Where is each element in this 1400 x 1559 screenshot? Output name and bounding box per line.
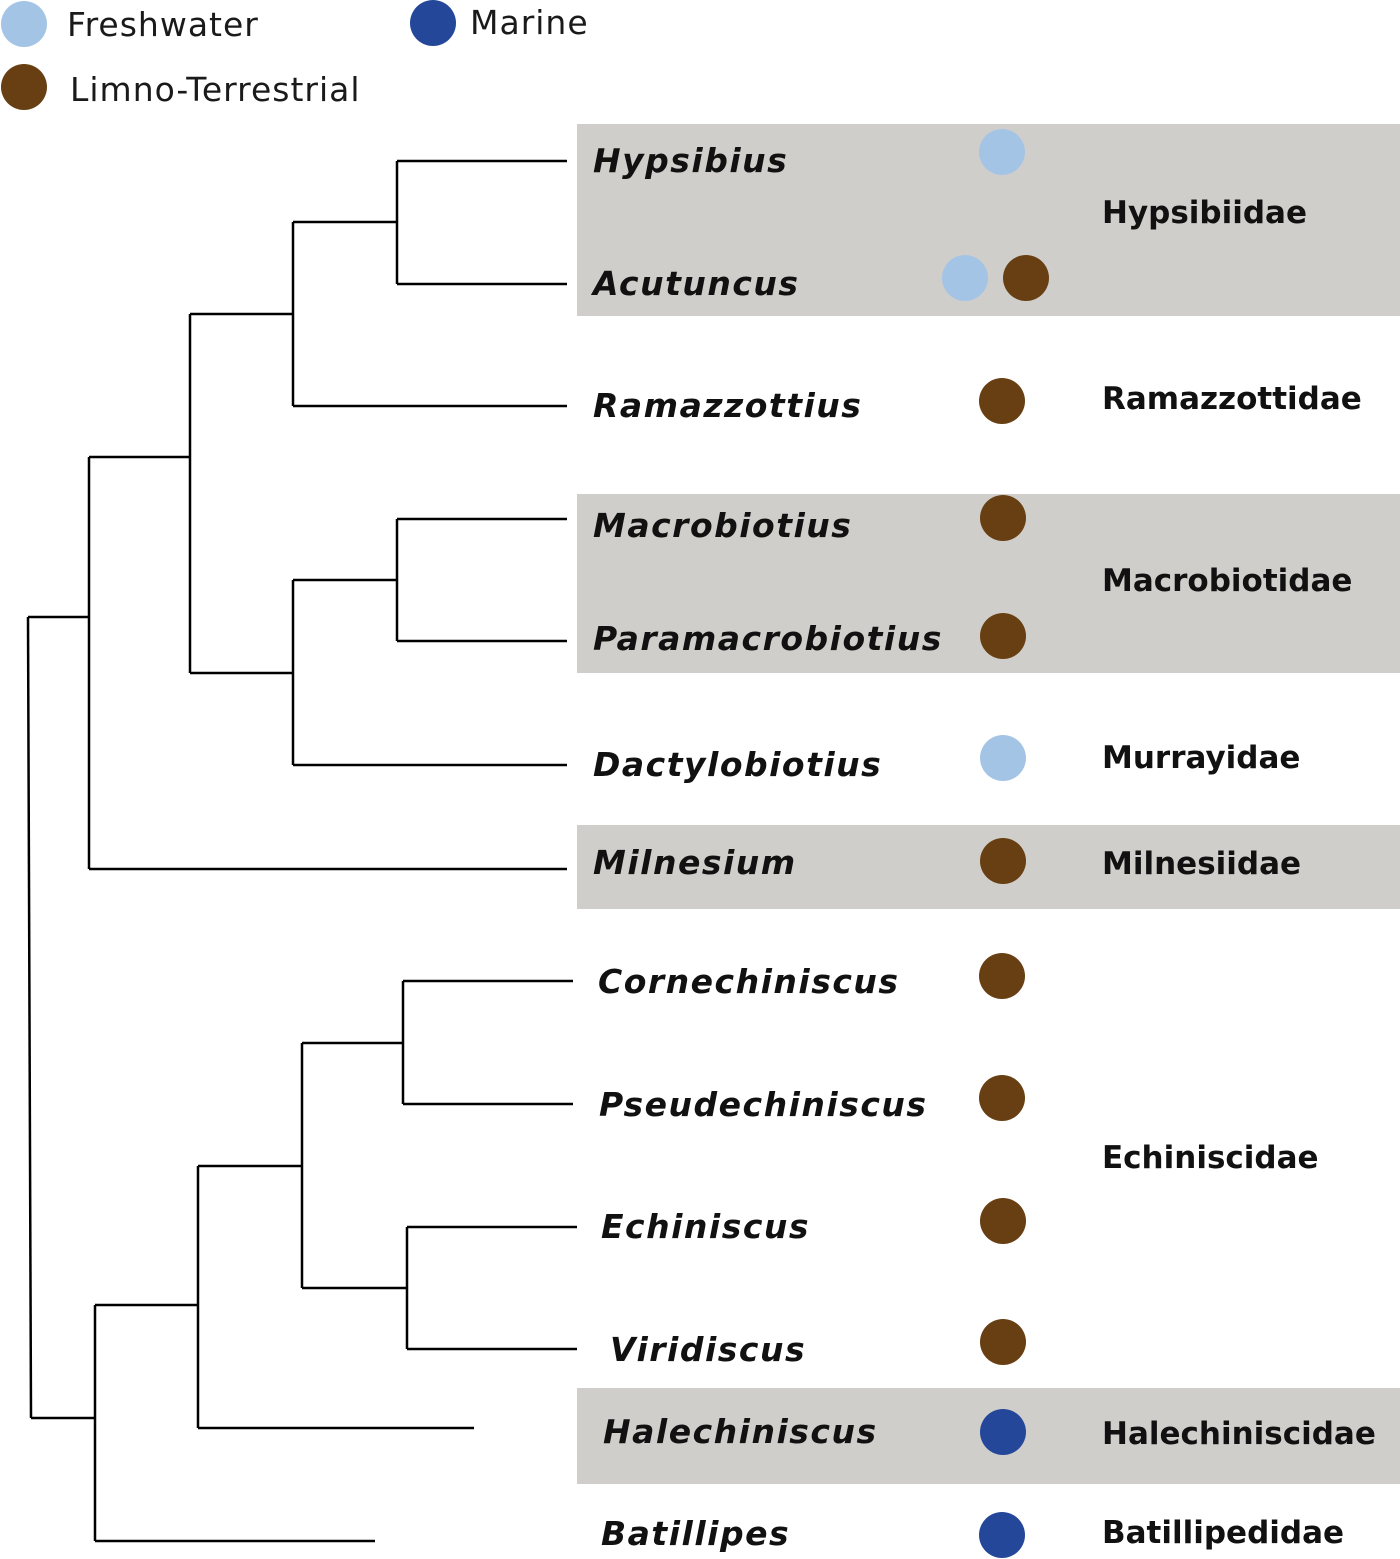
habitat-marker-echiniscus-limno-terrestrial: [980, 1198, 1026, 1244]
family-labels: Hypsibiidae Ramazzottidae Macrobiotidae …: [1102, 195, 1376, 1551]
genus-label-halechiniscus: Halechiniscus: [603, 1412, 878, 1451]
genus-label-echiniscus: Echiniscus: [601, 1207, 810, 1246]
legend-label-freshwater: Freshwater: [67, 5, 259, 44]
habitat-marker-milnesium-limno-terrestrial: [980, 838, 1026, 884]
family-label-batillipedidae: Batillipedidae: [1102, 1515, 1344, 1551]
habitat-marker-paramacrobiotius-limno-terrestrial: [980, 613, 1026, 659]
family-label-echiniscidae: Echiniscidae: [1102, 1140, 1319, 1176]
genus-label-batillipes: Batillipes: [601, 1514, 790, 1553]
genus-label-milnesium: Milnesium: [593, 843, 797, 882]
legend-label-marine: Marine: [470, 3, 589, 42]
habitat-marker-acutuncus-freshwater: [942, 255, 988, 301]
node-root: [26, 616, 33, 1419]
genus-label-acutuncus: Acutuncus: [590, 264, 800, 303]
legend-swatch-marine: [410, 0, 456, 46]
habitat-marker-cornechiniscus-limno-terrestrial: [979, 953, 1025, 999]
legend-swatch-limno-terrestrial: [1, 64, 47, 110]
family-bands: [577, 124, 1400, 1484]
family-label-halechiniscidae: Halechiniscidae: [1102, 1416, 1376, 1452]
habitat-marker-acutuncus-limno-terrestrial: [1003, 255, 1049, 301]
genus-label-cornechiniscus: Cornechiniscus: [598, 962, 900, 1001]
genus-label-macrobiotius: Macrobiotius: [593, 506, 852, 545]
habitat-marker-halechiniscus-marine: [980, 1409, 1026, 1455]
genus-labels: Hypsibius Acutuncus Ramazzottius Macrobi…: [590, 141, 943, 1553]
genus-label-hypsibius: Hypsibius: [593, 141, 788, 180]
habitat-marker-macrobiotius-limno-terrestrial: [980, 495, 1026, 541]
habitat-marker-ramazzottius-limno-terrestrial: [979, 378, 1025, 424]
habitat-markers: [942, 129, 1049, 1558]
habitat-marker-pseudechiniscus-limno-terrestrial: [979, 1075, 1025, 1121]
legend: Freshwater Marine Limno-Terrestrial: [1, 0, 589, 110]
legend-swatch-freshwater: [1, 1, 47, 47]
family-label-ramazzottidae: Ramazzottidae: [1102, 381, 1362, 417]
family-label-milnesiidae: Milnesiidae: [1102, 846, 1301, 882]
genus-label-pseudechiniscus: Pseudechiniscus: [599, 1085, 928, 1124]
family-label-murrayidae: Murrayidae: [1102, 740, 1300, 776]
legend-label-limno-terrestrial: Limno-Terrestrial: [70, 70, 361, 109]
habitat-marker-dactylobiotius-freshwater: [980, 735, 1026, 781]
family-label-hypsibiidae: Hypsibiidae: [1102, 195, 1307, 231]
genus-label-viridiscus: Viridiscus: [610, 1330, 806, 1369]
genus-label-paramacrobiotius: Paramacrobiotius: [593, 619, 943, 658]
habitat-marker-batillipes-marine: [979, 1512, 1025, 1558]
genus-label-ramazzottius: Ramazzottius: [593, 386, 862, 425]
habitat-marker-viridiscus-limno-terrestrial: [980, 1319, 1026, 1365]
family-label-macrobiotidae: Macrobiotidae: [1102, 563, 1352, 599]
genus-label-dactylobiotius: Dactylobiotius: [593, 745, 882, 784]
habitat-marker-hypsibius-freshwater: [979, 129, 1025, 175]
tree-branches: [26, 159, 577, 1543]
